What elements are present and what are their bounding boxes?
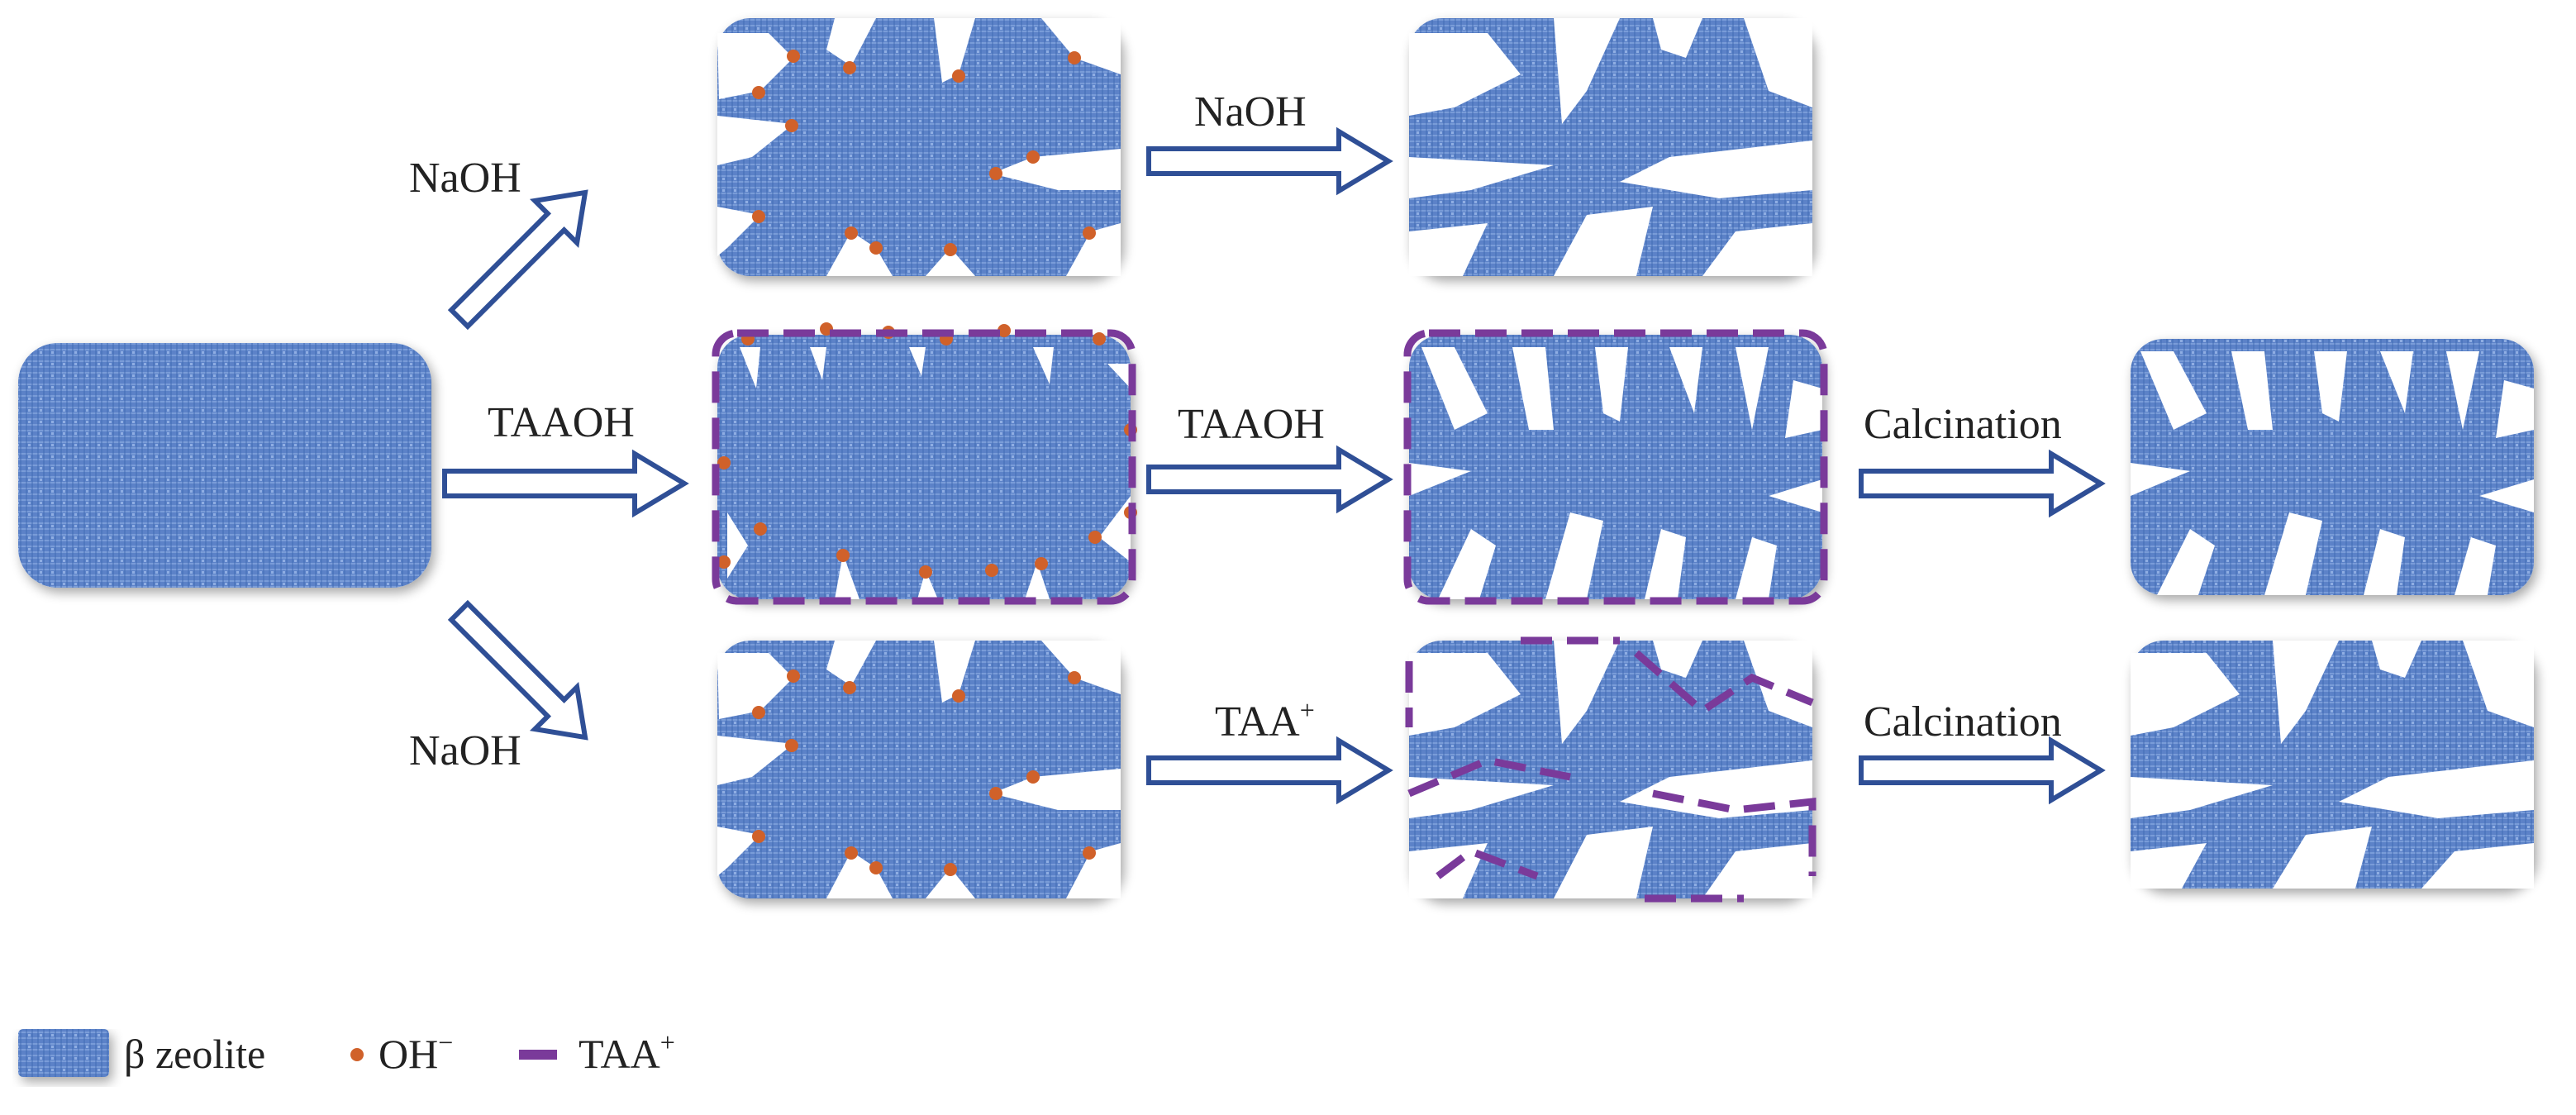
parent-zeolite-crystal xyxy=(18,343,431,588)
middle-step3-crystal xyxy=(2131,339,2534,595)
lower-step3-pores xyxy=(2131,641,2534,889)
middle-step2-crystal xyxy=(1403,329,1828,605)
legend-hydroxide-dot-icon xyxy=(350,1048,364,1061)
arrow-middle-calcination xyxy=(1859,449,2106,518)
label-middle-second-step: TAAOH xyxy=(1178,401,1325,448)
upper-step1-crystal xyxy=(717,18,1121,276)
legend-hydroxide-charge: − xyxy=(438,1027,453,1057)
middle-step3-pores xyxy=(2131,351,2534,595)
label-lower-branch-reagent: NaOH xyxy=(409,727,521,774)
lower-step2-taa-fragments xyxy=(1405,636,1817,903)
upper-step1-pores xyxy=(717,18,1121,276)
arrow-start-to-upper xyxy=(447,189,588,331)
legend: β zeolite OH− TAA+ xyxy=(18,1027,675,1077)
upper-step2-crystal xyxy=(1409,18,1812,276)
legend-taa: TAA+ xyxy=(579,1027,675,1077)
label-upper-second-step: NaOH xyxy=(1194,88,1307,136)
arrow-upper-step xyxy=(1146,126,1393,196)
legend-taa-charge: + xyxy=(660,1027,675,1057)
legend-hydroxide: OH− xyxy=(379,1027,453,1077)
arrow-start-to-lower xyxy=(447,599,588,741)
arrow-lower-calcination xyxy=(1859,736,2106,805)
upper-step2-pores xyxy=(1409,18,1812,276)
lower-step1-crystal xyxy=(717,641,1121,898)
lower-step3-crystal xyxy=(2131,641,2534,889)
lower-step2-crystal xyxy=(1405,636,1817,903)
lower-step1-hydroxide-dots xyxy=(752,669,1096,876)
process-arrows xyxy=(442,126,2106,805)
lower-step2-pores xyxy=(1409,641,1812,898)
label-lower-second-step-charge: + xyxy=(1300,695,1315,725)
legend-taa-dash-icon xyxy=(519,1050,557,1060)
legend-zeolite-label: β zeolite xyxy=(124,1031,265,1077)
arrow-start-to-middle xyxy=(442,449,689,518)
middle-step2-pores xyxy=(1409,347,1822,599)
label-lower-second-step: TAA+ xyxy=(1215,695,1315,746)
lower-step1-pores xyxy=(717,641,1121,898)
middle-step1-taa-shell xyxy=(712,329,1136,605)
middle-step2-taa-shell xyxy=(1403,329,1828,605)
legend-taa-label: TAA xyxy=(579,1031,660,1077)
label-middle-third-step: Calcination xyxy=(1864,401,2062,448)
label-upper-branch-reagent: NaOH xyxy=(409,155,521,202)
label-lower-second-step-text: TAA xyxy=(1215,698,1300,746)
legend-zeolite-swatch xyxy=(18,1029,109,1077)
arrow-lower-step xyxy=(1146,736,1393,805)
legend-hydroxide-label: OH xyxy=(379,1031,438,1077)
middle-step1-pores xyxy=(727,347,1131,599)
label-middle-branch-reagent: TAAOH xyxy=(488,399,635,446)
middle-step1-crystal xyxy=(712,322,1137,605)
arrow-middle-step xyxy=(1146,445,1393,514)
upper-step1-hydroxide-dots xyxy=(752,50,1096,256)
label-lower-third-step: Calcination xyxy=(1864,698,2062,746)
